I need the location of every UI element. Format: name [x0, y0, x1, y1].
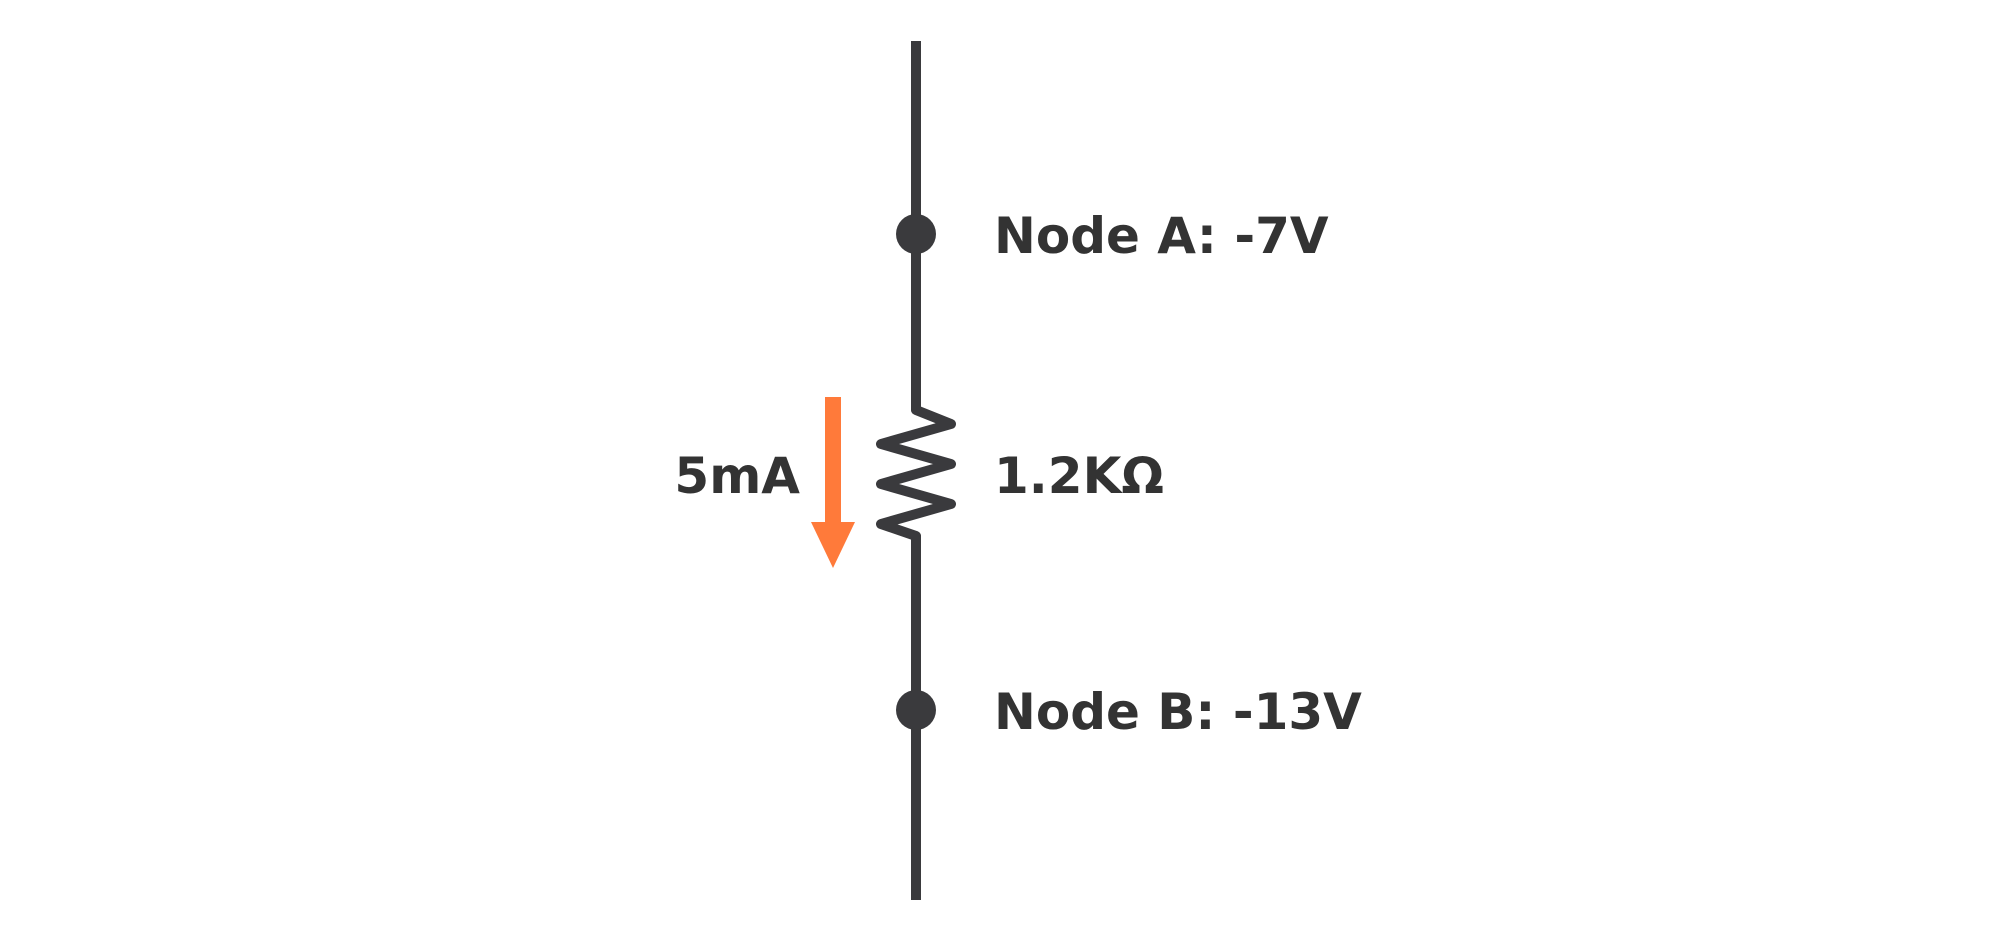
current-arrow-head [811, 522, 855, 568]
node-b-dot [896, 690, 936, 730]
node-a-dot [896, 214, 936, 254]
node-a-label: Node A: -7V [994, 207, 1329, 265]
resistor-label: 1.2KΩ [994, 447, 1164, 505]
current-arrow-shaft [825, 397, 841, 525]
resistor-symbol [876, 405, 956, 541]
current-label: 5mA [674, 447, 800, 505]
node-b-label: Node B: -13V [994, 683, 1362, 741]
